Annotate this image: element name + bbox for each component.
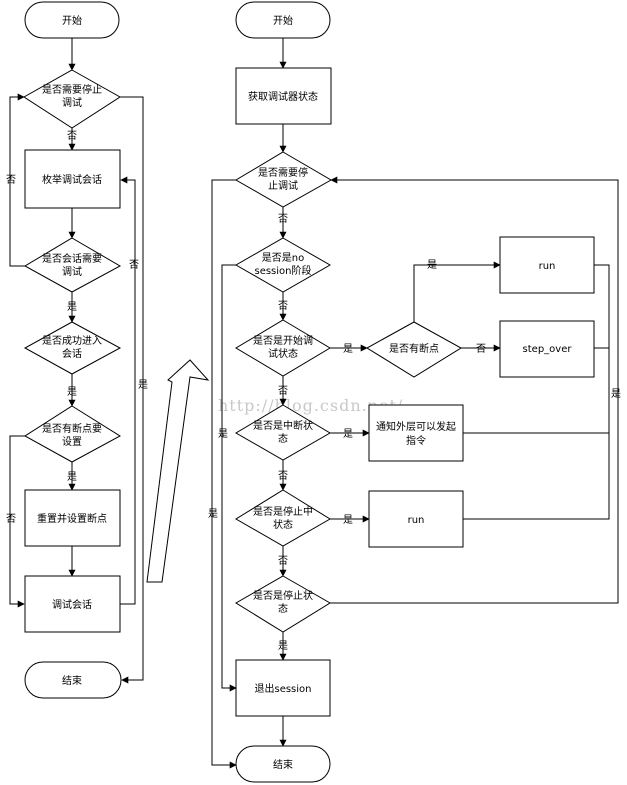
process-debug-session-label: 调试会话: [52, 598, 92, 611]
process-run-label: run: [408, 515, 425, 526]
edge-label-no: 否: [278, 555, 288, 567]
edge-label-no: 否: [278, 470, 288, 482]
edge-label-no: 否: [67, 130, 77, 142]
decision-start-debug-label: 试状态: [268, 347, 298, 360]
decision-start-debug: [235, 319, 331, 377]
decision-start-debug-label: 是否是开始调: [253, 334, 313, 347]
decision-break-state-label: 是否是中断状: [253, 419, 313, 432]
decision-stopping-state-label: 状态: [273, 518, 293, 531]
edge-label-no: 否: [278, 300, 288, 312]
end-node: [235, 745, 331, 783]
decision-enter-session-label: 是否成功进入: [42, 335, 102, 347]
process-get-debugger-state-label: 获取调试器状态: [248, 90, 318, 103]
edge-label-yes: 是: [67, 301, 77, 313]
decision-session-need-debug: [23, 237, 122, 293]
decision-session-need-debug-label: 调试: [62, 265, 82, 278]
process-notify-outer-label: 指令: [406, 434, 426, 447]
decision-stopping-state: [235, 489, 331, 547]
start-node-label: 开始: [273, 14, 293, 27]
process-run: [499, 236, 595, 294]
end-node: [24, 661, 122, 699]
decision-break-state: [235, 404, 331, 461]
process-step-over: [499, 320, 595, 378]
process-reset-breakpoints-label: 重置并设置断点: [37, 512, 107, 525]
decision-need-stop: [23, 69, 121, 129]
process-step-over-label: step_over: [523, 344, 573, 355]
end-node-label: 结束: [62, 674, 82, 687]
decision-enter-session: [23, 321, 122, 375]
decision-enter-session-label: 会话: [62, 347, 82, 360]
decision-need-stop: [235, 151, 333, 208]
edge-label-no: 否: [278, 385, 288, 397]
decision-stopped-state: [235, 575, 331, 633]
decision-breakpoints-label: 是否有断点要: [42, 422, 102, 435]
edge-label-yes: 是: [278, 640, 288, 652]
edge-label-no: 否: [6, 513, 16, 525]
process-notify-outer-label: 通知外层可以发起: [376, 420, 456, 433]
start-node: [24, 1, 120, 39]
edge-label-yes: 是: [67, 386, 77, 398]
edge-label-no: 否: [129, 259, 139, 271]
decision-need-stop-label: 止调试: [268, 179, 298, 192]
decision-no-session-label: 是否是no: [262, 252, 304, 264]
process-enum-sessions-label: 枚举调试会话: [42, 173, 102, 186]
decision-stopping-state-label: 是否是停止中: [253, 505, 313, 518]
process-debug-session: [24, 575, 121, 633]
edge-label-yes: 是: [427, 259, 437, 271]
right-flowchart: 否 否 否 否 否 是 是 是 否 是 是 是 是 是 开始 获取调试器状态 是…: [208, 1, 621, 783]
decision-stopped-state-label: 是否是停止状: [253, 589, 313, 602]
process-get-debugger-state: [235, 67, 332, 125]
decision-breakpoints: [24, 405, 121, 463]
edge-label-yes: 是: [343, 514, 353, 526]
decision-no-session: [234, 237, 332, 293]
watermark: http://blog.csdn.net/: [218, 396, 403, 415]
decision-need-stop-label: 是否需要停止: [42, 83, 102, 96]
decision-breakpoints-label: 设置: [62, 436, 82, 448]
start-node-label: 开始: [62, 14, 82, 27]
process-enum-sessions: [24, 149, 121, 209]
edge-label-no: 否: [476, 343, 486, 355]
edge-label-yes: 是: [343, 428, 353, 440]
decision-has-breakpoint-label: 是否有断点: [389, 342, 439, 355]
process-run-label: run: [539, 261, 556, 272]
edge-label-no: 否: [278, 213, 288, 225]
decision-no-session-label: session阶段: [254, 264, 311, 277]
edge-label-yes: 是: [611, 388, 621, 400]
end-node-label: 结束: [273, 758, 293, 771]
decision-session-need-debug-label: 是否会话需要: [42, 252, 102, 265]
transition-arrow: [146, 359, 210, 583]
left-flowchart: 否 否 是 是 是 否 否 是 开始 是否需要停止 调试 枚举调试会话 是否会话…: [6, 1, 148, 699]
process-notify-outer: [368, 404, 464, 462]
process-reset-breakpoints: [24, 489, 121, 547]
edge-label-yes: 是: [67, 471, 77, 483]
decision-need-stop-label: 调试: [62, 96, 82, 109]
edge-label-no: 否: [6, 174, 16, 186]
edge-label-yes: 是: [218, 428, 228, 440]
decision-has-breakpoint: [366, 321, 462, 378]
process-run: [368, 490, 464, 548]
edge-label-yes: 是: [208, 508, 218, 520]
start-node: [235, 1, 331, 39]
edge-label-yes: 是: [343, 343, 353, 355]
edge-label-yes: 是: [138, 379, 148, 391]
decision-stopped-state-label: 态: [278, 602, 288, 615]
decision-need-stop-label: 是否需要停: [258, 166, 308, 179]
process-exit-session-label: 退出session: [254, 682, 311, 695]
decision-break-state-label: 态: [278, 432, 288, 445]
process-exit-session: [235, 659, 331, 717]
